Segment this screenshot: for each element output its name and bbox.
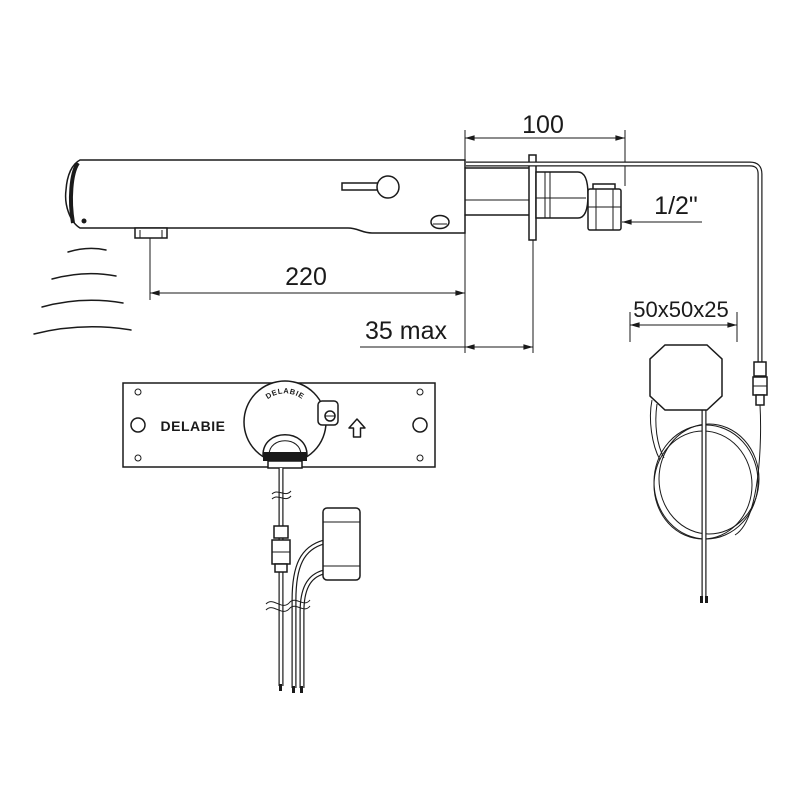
fixing-hole-icon [412,417,428,433]
solenoid-cable [271,468,292,686]
wall-section [464,154,622,241]
dimension-label-thread: 1/2" [654,192,698,220]
spout-button [430,214,450,230]
dimension-label-box-size: 50x50x25 [633,297,728,322]
temperature-lever [341,175,400,199]
body-extension [464,167,530,216]
cable-connector-right [752,361,768,406]
electronic-box [649,344,723,411]
dimension-35-max: 35 max [360,240,534,353]
solenoid-knob: DELABIE [243,380,327,469]
fixing-hole-icon [130,417,146,433]
box-output-cable [700,410,708,603]
fitting-nut [587,183,622,231]
plate-brand-label: DELABIE [161,418,226,434]
dimension-label-100: 100 [522,111,564,139]
screw-hole-icon [416,388,424,396]
knob-base [263,452,307,461]
sensor-cable [466,161,763,364]
up-arrow-icon [348,418,366,438]
dimension-220: 220 [149,233,466,353]
dimension-box-size: 50x50x25 [629,297,738,342]
knob-brand-text: DELABIE [264,386,306,401]
dimension-label-220: 220 [285,263,327,291]
supply-cylinder [535,171,589,219]
screw-hole-icon [416,454,424,462]
knob-brand-label: DELABIE [264,386,306,401]
sensor-indicator-dot [81,218,87,224]
cable-connector-left [271,525,291,573]
dimension-thread: 1/2" [621,192,702,225]
dimension-label-35-max: 35 max [365,317,447,345]
dimension-100: 100 [464,111,626,186]
mounting-plate: DELABIE DELABIE [122,380,436,469]
valve-cables [265,539,325,693]
sensor-waves [33,247,132,335]
knob-tab [317,400,339,426]
spout-outlet [134,227,168,239]
solenoid-valve-box [322,507,361,581]
screw-hole-icon [134,454,142,462]
screw-hole-icon [134,388,142,396]
sensor-lens [68,161,80,224]
spout-side-view [64,159,466,239]
spout-body [64,159,466,234]
wall-plate [528,154,537,241]
